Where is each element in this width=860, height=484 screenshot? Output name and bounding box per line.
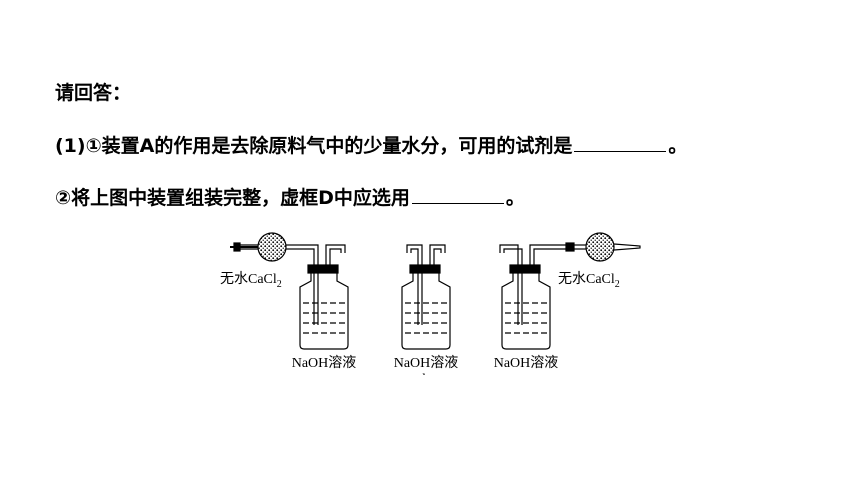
bottle-c-label: NaOH溶液 xyxy=(494,355,559,371)
bottle-c-letter: c xyxy=(523,372,529,375)
right-tube-label: 无水CaCl2 xyxy=(558,271,620,290)
liquid-b xyxy=(405,302,447,334)
liquid-c xyxy=(505,302,547,334)
question-2: ②将上图中装置组装完整，虚框D中应选用 。 xyxy=(55,185,525,210)
question-2-end: 。 xyxy=(505,187,525,209)
left-tube-label: 无水CaCl2 xyxy=(220,271,282,290)
bottle-a-letter: a xyxy=(321,372,328,375)
question-2-text: ②将上图中装置组装完整，虚框D中应选用 xyxy=(55,187,410,209)
apparatus-figure: 无水CaCl2 无水CaCl2 NaOH溶液 a NaOH溶液 b NaOH溶液… xyxy=(220,232,641,375)
bottle-a-label: NaOH溶液 xyxy=(292,355,357,371)
bottle-b-label: NaOH溶液 xyxy=(394,355,459,371)
answer-blank-2[interactable] xyxy=(411,185,504,204)
answer-blank-1[interactable] xyxy=(574,133,667,152)
gas-bottle-c xyxy=(499,244,566,350)
liquid-a xyxy=(303,302,345,334)
question-1: (1)①装置A的作用是去除原料气中的少量水分，可用的试剂是 。 xyxy=(55,133,687,158)
gas-bottle-b xyxy=(401,244,451,350)
prompt-line: 请回答： xyxy=(55,81,131,105)
gas-bottle-a xyxy=(299,244,349,350)
drying-tube-right xyxy=(565,232,641,262)
question-1-end: 。 xyxy=(668,135,688,157)
question-1-text: (1)①装置A的作用是去除原料气中的少量水分，可用的试剂是 xyxy=(55,135,573,157)
prompt-text: 请回答： xyxy=(55,82,132,104)
bottle-b-letter: b xyxy=(423,372,430,375)
drying-tube-left xyxy=(230,232,300,262)
